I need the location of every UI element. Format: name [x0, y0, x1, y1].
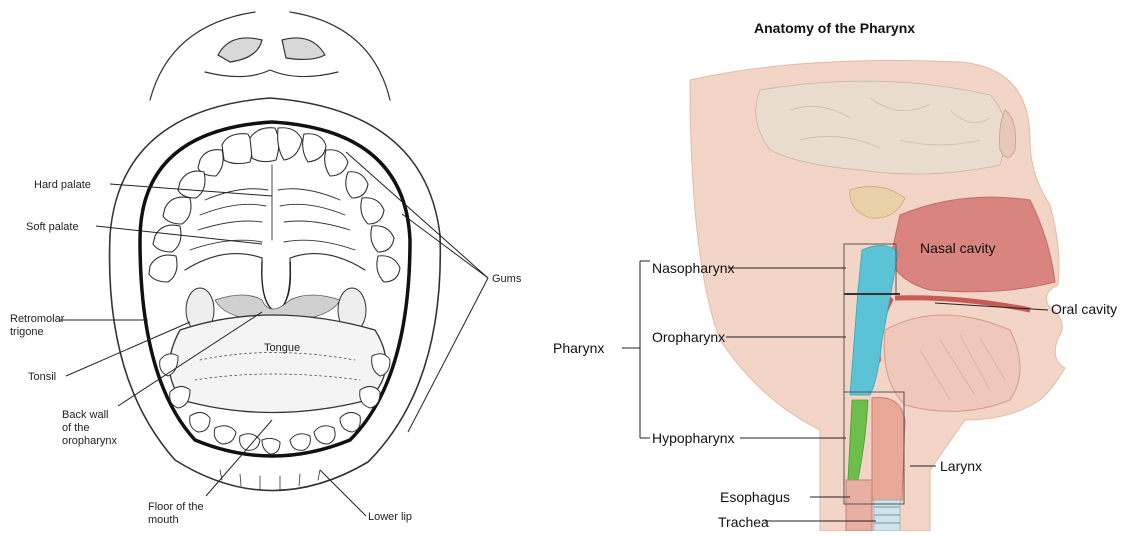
- label-hard-palate: Hard palate: [34, 179, 91, 191]
- label-pharynx: Pharynx: [553, 340, 604, 356]
- tongue: [884, 315, 1020, 411]
- label-tonsil: Tonsil: [28, 371, 56, 383]
- tongue: [169, 315, 385, 413]
- label-nasal-cavity: Nasal cavity: [920, 240, 995, 256]
- larynx: [872, 397, 905, 500]
- label-soft-palate: Soft palate: [26, 221, 79, 233]
- label-oral-cavity: Oral cavity: [1051, 301, 1117, 317]
- label-back-wall-line1: Back wall: [62, 409, 108, 421]
- label-floor-line2: mouth: [148, 514, 179, 526]
- label-tongue: Tongue: [264, 342, 300, 354]
- label-oropharynx: Oropharynx: [652, 329, 725, 345]
- pharynx-diagram: Anatomy of the Pharynx: [553, 20, 1117, 531]
- esophagus: [846, 480, 872, 531]
- trachea: [874, 500, 900, 531]
- label-lower-lip: Lower lip: [368, 511, 412, 523]
- label-back-wall-line2: of the: [62, 422, 90, 434]
- label-larynx: Larynx: [940, 458, 982, 474]
- label-trachea: Trachea: [718, 514, 769, 530]
- nose-illustration: [150, 12, 390, 100]
- label-retromolar-line1: Retromolar: [10, 313, 65, 325]
- mouth-diagram: Hard palate Soft palate Retromolar trigo…: [10, 12, 522, 526]
- label-gums: Gums: [492, 273, 522, 285]
- label-retromolar-line2: trigone: [10, 326, 44, 338]
- pharynx-bracket: [622, 261, 650, 438]
- label-floor-line1: Floor of the: [148, 501, 204, 513]
- label-nasopharynx: Nasopharynx: [652, 260, 735, 276]
- figure-title: Anatomy of the Pharynx: [754, 20, 915, 36]
- label-esophagus: Esophagus: [720, 489, 790, 505]
- label-hypopharynx: Hypopharynx: [652, 430, 735, 446]
- label-back-wall-line3: oropharynx: [62, 435, 118, 447]
